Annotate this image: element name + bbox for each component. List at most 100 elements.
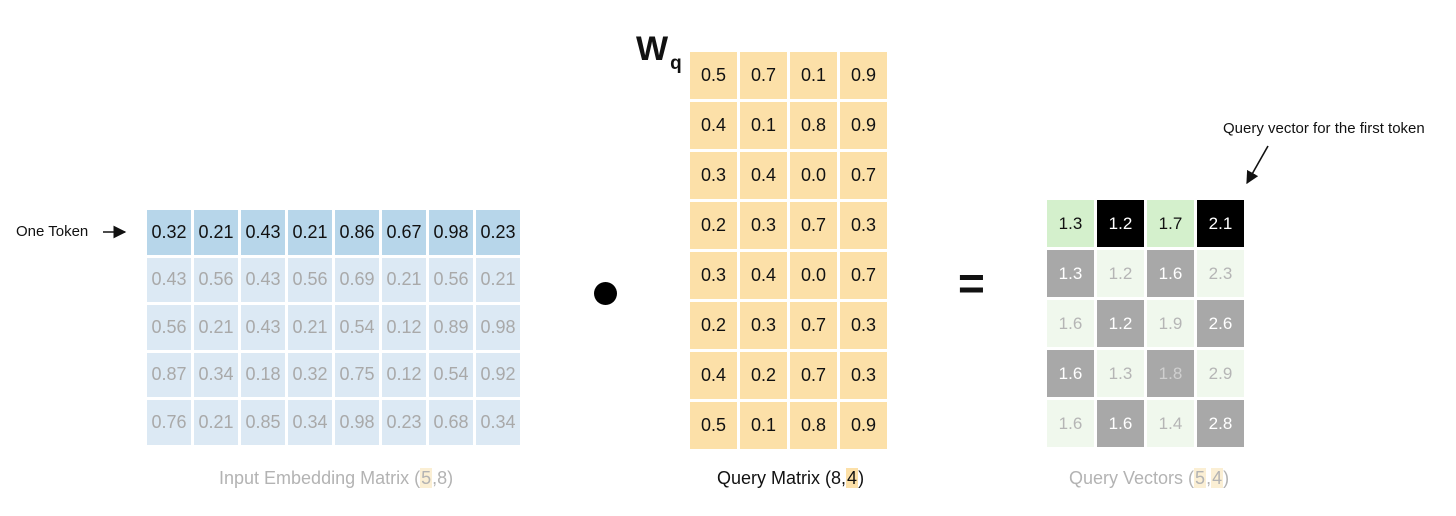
- query-matrix-cell: 0.2: [740, 352, 787, 399]
- embedding-cell: 0.12: [382, 352, 426, 397]
- embedding-cell: 0.21: [476, 257, 520, 302]
- query-matrix-cell: 0.3: [840, 202, 887, 249]
- embedding-cell: 0.67: [382, 210, 426, 255]
- query-matrix-cell: 0.7: [840, 152, 887, 199]
- query-vector-cell: 2.6: [1197, 300, 1244, 347]
- query-vector-cell: 1.2: [1097, 300, 1144, 347]
- embedding-cell: 0.56: [147, 305, 191, 350]
- query-matrix-cell: 0.1: [740, 102, 787, 149]
- equals-operator: =: [958, 257, 985, 309]
- dot-product-operator: [594, 282, 617, 305]
- query-matrix-cell: 0.4: [740, 152, 787, 199]
- query-vector-cell: 1.6: [1047, 300, 1094, 347]
- embedding-cell: 0.68: [429, 400, 473, 445]
- query-vector-cell: 2.3: [1197, 250, 1244, 297]
- query-matrix-cell: 0.3: [690, 152, 737, 199]
- query-vector-cell: 1.2: [1097, 200, 1144, 247]
- embedding-cell: 0.23: [476, 210, 520, 255]
- query-matrix-cell: 0.5: [690, 402, 737, 449]
- query-vector-cell: 1.2: [1097, 250, 1144, 297]
- embedding-cell: 0.43: [241, 305, 285, 350]
- query-matrix-cell: 0.2: [690, 202, 737, 249]
- embedding-cell: 0.89: [429, 305, 473, 350]
- embedding-cell: 0.69: [335, 257, 379, 302]
- query-matrix-cell: 0.1: [790, 52, 837, 99]
- query-matrix-cell: 0.8: [790, 102, 837, 149]
- query-vector-cell: 1.3: [1047, 200, 1094, 247]
- embedding-cell: 0.21: [382, 257, 426, 302]
- query-matrix-cell: 0.5: [690, 52, 737, 99]
- embedding-cell: 0.43: [147, 257, 191, 302]
- query-matrix-cell: 0.9: [840, 102, 887, 149]
- query-matrix-cell: 0.4: [690, 102, 737, 149]
- embedding-cell: 0.76: [147, 400, 191, 445]
- embedding-cell: 0.12: [382, 305, 426, 350]
- query-matrix-cell: 0.3: [690, 252, 737, 299]
- embedding-cell: 0.34: [194, 352, 238, 397]
- embedding-cell: 0.87: [147, 352, 191, 397]
- query-matrix-cell: 0.0: [790, 252, 837, 299]
- query-vector-cell: 1.6: [1047, 350, 1094, 397]
- embedding-cell: 0.18: [241, 352, 285, 397]
- embedding-cell: 0.75: [335, 352, 379, 397]
- query-matrix-cell: 0.7: [790, 302, 837, 349]
- query-matrix-cell: 0.7: [790, 352, 837, 399]
- query-matrix-cell: 0.4: [740, 252, 787, 299]
- query-vector-cell: 1.7: [1147, 200, 1194, 247]
- embedding-cell: 0.92: [476, 352, 520, 397]
- embedding-cell: 0.86: [335, 210, 379, 255]
- query-matrix-cell: 0.3: [840, 302, 887, 349]
- query-vector-cell: 2.1: [1197, 200, 1244, 247]
- query-vector-cell: 1.3: [1047, 250, 1094, 297]
- query-matrix-cell: 0.8: [790, 402, 837, 449]
- embedding-cell: 0.54: [429, 352, 473, 397]
- query-matrix-cell: 0.9: [840, 402, 887, 449]
- embedding-cell: 0.43: [241, 210, 285, 255]
- embedding-cell: 0.56: [429, 257, 473, 302]
- query-matrix-cell: 0.7: [740, 52, 787, 99]
- query-matrix-cell: 0.3: [840, 352, 887, 399]
- embedding-cell: 0.34: [288, 400, 332, 445]
- query-vector-cell: 1.3: [1097, 350, 1144, 397]
- query-matrix-caption: Query Matrix (8,4): [717, 468, 865, 488]
- embedding-cell: 0.98: [429, 210, 473, 255]
- query-vector-cell: 1.6: [1047, 400, 1094, 447]
- embedding-cell: 0.23: [382, 400, 426, 445]
- query-vector-cell: 1.4: [1147, 400, 1194, 447]
- query-vector-cell: 1.9: [1147, 300, 1194, 347]
- query-matrix-cell: 0.4: [690, 352, 737, 399]
- query-matrix-cell: 0.9: [840, 52, 887, 99]
- embedding-cell: 0.32: [288, 352, 332, 397]
- embedding-cell: 0.21: [288, 210, 332, 255]
- query-vectors-caption: Query Vectors (5,4): [1069, 468, 1230, 488]
- query-matrix-cell: 0.1: [740, 402, 787, 449]
- query-matrix-cell: 0.3: [740, 302, 787, 349]
- query-vector-cell: 2.9: [1197, 350, 1244, 397]
- query-matrix-cell: 0.3: [740, 202, 787, 249]
- query-vector-cell: 1.6: [1097, 400, 1144, 447]
- annotation-arrow: [1246, 145, 1269, 185]
- embedding-cell: 0.21: [288, 305, 332, 350]
- embedding-cell: 0.54: [335, 305, 379, 350]
- query-vector-cell: 1.6: [1147, 250, 1194, 297]
- embedding-cell: 0.85: [241, 400, 285, 445]
- embedding-cell: 0.32: [147, 210, 191, 255]
- one-token-label: One Token: [16, 223, 89, 240]
- embedding-cell: 0.56: [194, 257, 238, 302]
- embedding-cell: 0.43: [241, 257, 285, 302]
- query-matrix-cell: 0.0: [790, 152, 837, 199]
- embedding-cell: 0.21: [194, 400, 238, 445]
- query-vector-cell: 1.8: [1147, 350, 1194, 397]
- query-matrix-cell: 0.2: [690, 302, 737, 349]
- query-vector-cell: 2.8: [1197, 400, 1244, 447]
- input-embedding-caption: Input Embedding Matrix (5,8): [219, 468, 454, 488]
- embedding-cell: 0.34: [476, 400, 520, 445]
- embedding-cell: 0.56: [288, 257, 332, 302]
- query-matrix-cell: 0.7: [790, 202, 837, 249]
- first-token-annotation: Query vector for the first token: [1223, 120, 1425, 137]
